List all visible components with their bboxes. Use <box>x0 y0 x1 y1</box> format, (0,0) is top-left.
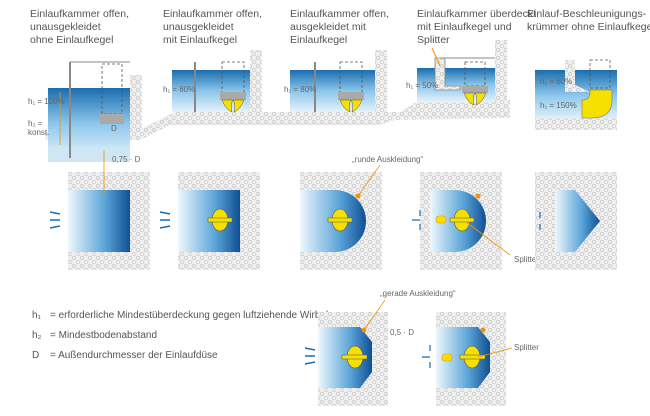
svg-text:krümmer ohne Einlaufkegel: krümmer ohne Einlaufkegel <box>527 21 650 33</box>
svg-text:konst.: konst. <box>28 128 49 137</box>
svg-text:„runde Auskleidung“: „runde Auskleidung“ <box>352 155 423 164</box>
plan-view-7: Splitter <box>422 312 539 406</box>
svg-text:0,5 · D: 0,5 · D <box>390 328 414 337</box>
svg-text:h₁ = 80%: h₁ = 80% <box>163 85 195 94</box>
svg-text:mit Einlaufkegel und: mit Einlaufkegel und <box>417 21 512 33</box>
svg-text:Einlaufkegel: Einlaufkegel <box>290 34 347 46</box>
svg-text:h₁ = 60%: h₁ = 60% <box>540 77 572 86</box>
chamber-1: h₁ = 100% h₂ = konst. D <box>28 61 142 162</box>
plan-view-3: „runde Auskleidung“ <box>300 155 423 270</box>
svg-text:„gerade Auskleidung“: „gerade Auskleidung“ <box>380 289 456 298</box>
svg-text:Einlaufkammer offen,: Einlaufkammer offen, <box>290 8 389 20</box>
svg-text:Splitter: Splitter <box>514 343 539 352</box>
svg-text:= Außendurchmesser der Einlauf: = Außendurchmesser der Einlaufdüse <box>50 350 218 361</box>
plan-view-1: 0,75 · D <box>49 150 150 270</box>
plan-view-5 <box>535 172 617 270</box>
chamber-3: h₁ = 80% <box>284 50 387 115</box>
svg-text:mit Einlaufkegel: mit Einlaufkegel <box>163 34 237 46</box>
chamber-4: h₁ = 50% <box>406 40 507 106</box>
svg-text:Einlauf-Beschleunigungs-: Einlauf-Beschleunigungs- <box>527 8 647 20</box>
title-3: Einlaufkammer offen, ausgekleidet mit Ei… <box>290 8 389 46</box>
title-5: Einlauf-Beschleunigungs- krümmer ohne Ei… <box>527 8 650 33</box>
ground-profile <box>45 100 510 140</box>
svg-text:Einlaufkammer offen,: Einlaufkammer offen, <box>30 8 129 20</box>
svg-text:Splitter: Splitter <box>417 34 450 46</box>
svg-text:unausgekleidet: unausgekleidet <box>30 21 101 33</box>
svg-text:Einlaufkammer überdeckt: Einlaufkammer überdeckt <box>417 8 536 20</box>
title-2: Einlaufkammer offen, unausgekleidet mit … <box>163 8 262 46</box>
svg-text:ausgekleidet mit: ausgekleidet mit <box>290 21 366 33</box>
svg-text:unausgekleidet: unausgekleidet <box>163 21 234 33</box>
plan-view-4: Splitter <box>412 172 539 270</box>
svg-text:D: D <box>111 124 117 133</box>
svg-text:Splitter: Splitter <box>514 255 539 264</box>
plan-view-2 <box>159 172 260 270</box>
svg-text:D: D <box>32 350 39 361</box>
legend: h₁ = erforderliche Mindestüberdeckung ge… <box>32 310 328 361</box>
svg-text:= erforderliche Mindestüberdec: = erforderliche Mindestüberdeckung gegen… <box>50 310 328 321</box>
chamber-2: h₁ = 80% <box>163 50 262 115</box>
plan-view-6: „gerade Auskleidung“ 0,5 · D <box>304 289 456 406</box>
svg-text:= Mindestbodenabstand: = Mindestbodenabstand <box>50 330 157 341</box>
title-1: Einlaufkammer offen, unausgekleidet ohne… <box>30 8 129 46</box>
svg-text:h₁: h₁ <box>32 310 42 321</box>
title-4: Einlaufkammer überdeckt mit Einlaufkegel… <box>417 8 536 46</box>
svg-text:h₁ = 100%: h₁ = 100% <box>28 97 65 106</box>
svg-text:h₁ = 150%: h₁ = 150% <box>540 101 577 110</box>
svg-text:h₁ = 50%: h₁ = 50% <box>406 81 438 90</box>
svg-text:Einlaufkammer offen,: Einlaufkammer offen, <box>163 8 262 20</box>
svg-text:h₁ = 80%: h₁ = 80% <box>284 85 316 94</box>
svg-text:ohne Einlaufkegel: ohne Einlaufkegel <box>30 34 113 46</box>
svg-text:0,75 · D: 0,75 · D <box>112 155 141 164</box>
svg-text:h₂: h₂ <box>32 330 42 341</box>
chamber-5: h₁ = 60% h₁ = 150% <box>535 59 617 130</box>
svg-text:h₂ =: h₂ = <box>28 119 43 128</box>
